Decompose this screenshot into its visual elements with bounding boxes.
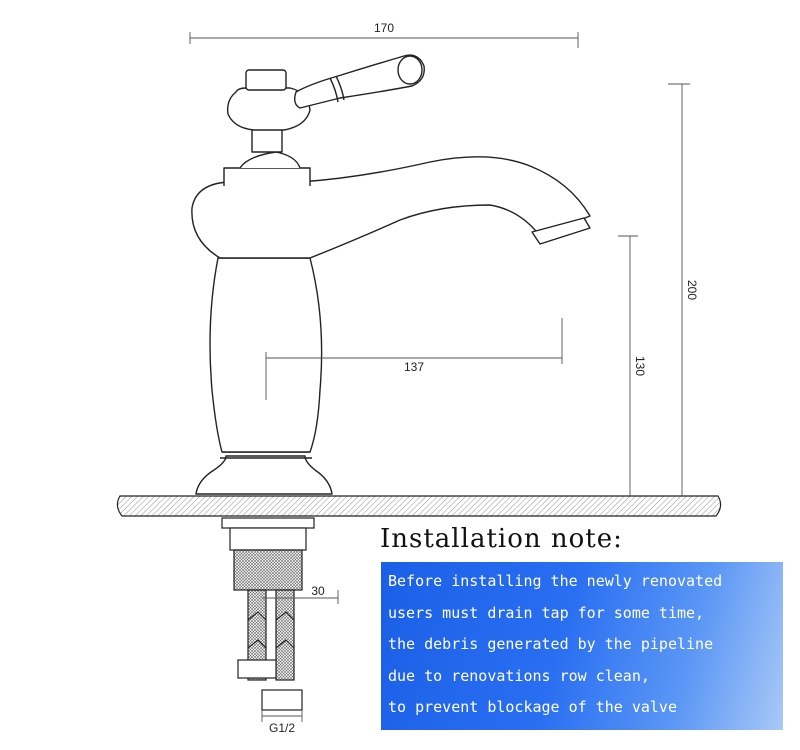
mounting-hardware [221,517,315,711]
installation-note-line: the debris generated by the pipeline [388,635,714,653]
dimension-thread-offset-label: 30 [311,584,325,598]
installation-note-line: due to renovations row clean, [388,666,650,685]
installation-note-line: to prevent blockage of the valve [388,698,677,716]
installation-note-line: users must drain tap for some time, [388,603,705,622]
installation-note-title: Installation note: [380,524,623,554]
installation-note-line: Before installing the newly renovated [388,572,723,590]
dimension-spout-height-label: 130 [633,356,647,376]
countertop [116,495,722,517]
installation-note-box: Before installing the newly renovated us… [381,562,783,730]
dimension-lines [189,32,690,722]
dimension-width-label: 170 [374,21,394,35]
faucet-outline [191,54,591,495]
dimension-thread-size-label: G1/2 [269,721,295,735]
dimension-total-height-label: 200 [685,280,699,300]
dimension-spout-reach-label: 137 [404,360,424,374]
